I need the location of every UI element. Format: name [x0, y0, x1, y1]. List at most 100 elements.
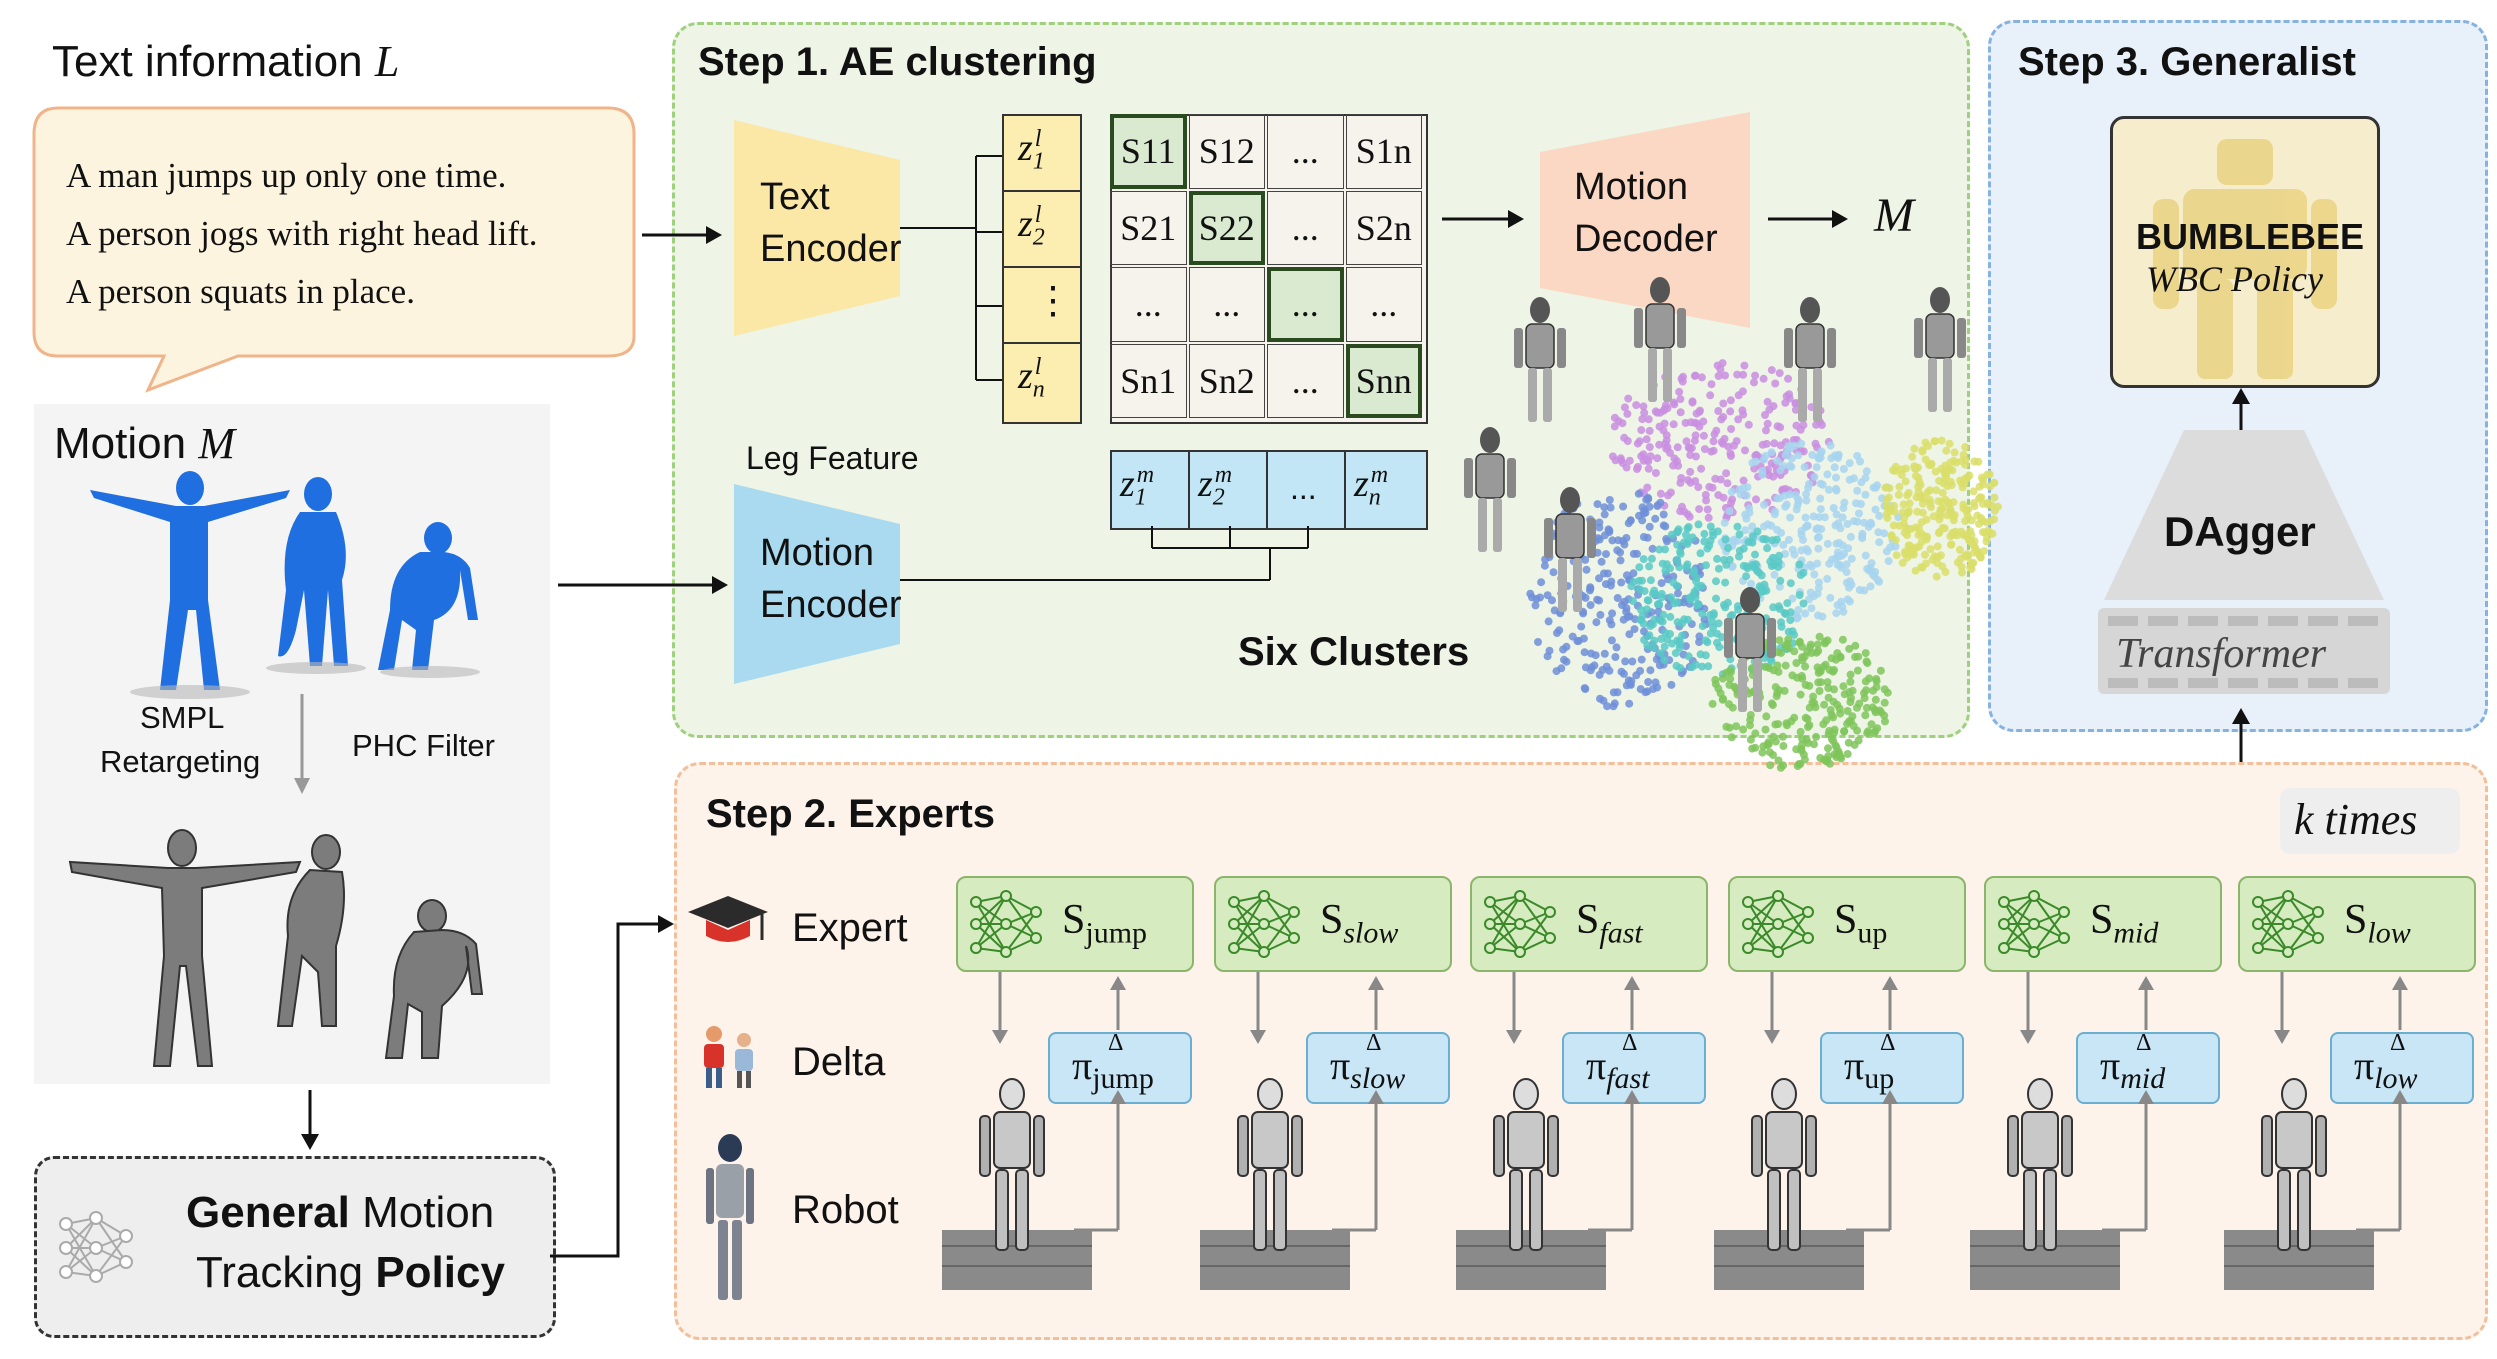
cluster-point [1608, 536, 1617, 545]
cluster-point [1602, 662, 1611, 671]
cluster-point [1712, 577, 1720, 586]
cluster-point [1887, 531, 1896, 540]
cluster-point [1540, 561, 1549, 570]
cluster-point [1794, 497, 1803, 506]
cluster-point [1536, 593, 1544, 602]
general-policy-box [34, 1156, 556, 1338]
cluster-point [1678, 631, 1687, 640]
smpl-arrow [294, 694, 310, 794]
cluster-point [1770, 439, 1779, 448]
cluster-point [1686, 418, 1695, 427]
cluster-point [1727, 425, 1736, 433]
cluster-point [1716, 475, 1725, 484]
cluster-point [1755, 568, 1763, 577]
cluster-point [1815, 687, 1824, 695]
cluster-point [1672, 661, 1681, 670]
cluster-point [1771, 720, 1780, 729]
cluster-point [1760, 522, 1768, 531]
cluster-point [1923, 488, 1932, 497]
cluster-point [1777, 528, 1786, 537]
cluster-point [1985, 470, 1994, 479]
cluster-point [1855, 586, 1864, 594]
cluster-point [1712, 426, 1721, 435]
cluster-point [1816, 494, 1825, 503]
cluster-point [1824, 752, 1833, 760]
cluster-point [1709, 437, 1718, 446]
cluster-point [1784, 627, 1793, 636]
cluster-point [1663, 635, 1672, 644]
cluster-point [1814, 611, 1822, 620]
cluster-point [1823, 470, 1832, 479]
expert-flow-arrows [2020, 972, 2154, 1232]
cluster-point [1939, 479, 1948, 488]
cluster-point [1724, 544, 1732, 552]
matrix-cell: Sn2 [1188, 343, 1265, 418]
cluster-point [1892, 551, 1901, 560]
neural-net-icon [970, 890, 1042, 958]
cluster-point [1597, 557, 1606, 566]
cluster-point [1840, 727, 1849, 736]
cluster-point [1809, 692, 1818, 701]
motion-title: Motion M [54, 419, 235, 468]
z-motion-divider-2 [1266, 450, 1268, 530]
cluster-point [1885, 484, 1894, 493]
cluster-point [1695, 422, 1704, 431]
cluster-point [1610, 422, 1619, 431]
cluster-point [1771, 379, 1780, 388]
cluster-point [1915, 524, 1923, 533]
cluster-point [1667, 593, 1675, 602]
cluster-point [1675, 563, 1684, 572]
cluster-point [1843, 520, 1852, 528]
cluster-point [1669, 398, 1678, 407]
cluster-point [1722, 668, 1731, 677]
cluster-point [1702, 496, 1711, 505]
cluster-point [1622, 571, 1631, 580]
cluster-point [1644, 464, 1653, 473]
cluster-point [1643, 596, 1652, 605]
cluster-point [1920, 494, 1929, 503]
cluster-point [1802, 496, 1811, 505]
cluster-point [1946, 465, 1955, 474]
cluster-point [1651, 407, 1660, 416]
transformer-label: Transformer [2116, 631, 2327, 677]
cluster-point [1916, 481, 1925, 489]
cluster-point [1627, 582, 1636, 591]
cluster-point [1903, 491, 1912, 500]
cluster-scatter [1464, 277, 2002, 772]
cluster-point [1758, 467, 1767, 476]
cluster-point [1867, 520, 1876, 529]
cluster-point [1871, 505, 1880, 514]
cluster-point [1786, 608, 1795, 617]
cluster-point [1721, 578, 1730, 587]
cluster-point [1813, 640, 1822, 649]
cluster-point [1703, 544, 1712, 553]
z-motion-bracket [900, 526, 1309, 581]
cluster-point [1619, 502, 1628, 511]
cluster-point [1691, 477, 1700, 486]
policy-line-1: General Motion [186, 1188, 495, 1237]
cluster-point [1816, 754, 1825, 762]
cluster-point [1715, 643, 1724, 652]
cluster-point [1832, 539, 1841, 548]
matrix-to-decoder-arrow [1442, 210, 1524, 228]
cluster-point [1875, 538, 1884, 547]
dagger-up-arrow [2232, 388, 2250, 432]
cluster-point [1994, 502, 2002, 511]
cluster-point [1792, 421, 1801, 430]
cluster-point [1714, 372, 1723, 380]
matrix-cell-label: ... [1134, 284, 1162, 325]
cluster-point [1865, 674, 1874, 683]
cluster-point [1645, 443, 1654, 452]
cluster-point [1799, 599, 1808, 608]
cluster-point [1907, 544, 1916, 553]
cluster-point [1635, 576, 1643, 585]
cluster-point [1853, 726, 1862, 735]
cluster-point [1706, 391, 1715, 400]
cluster-point [1655, 440, 1664, 449]
cluster-point [1915, 542, 1924, 551]
cluster-point [1714, 619, 1723, 628]
matrix-cell: ... [1267, 267, 1344, 342]
cluster-point [1910, 550, 1918, 559]
cluster-point [1662, 431, 1671, 440]
matrix-cell: S2n [1345, 190, 1422, 265]
